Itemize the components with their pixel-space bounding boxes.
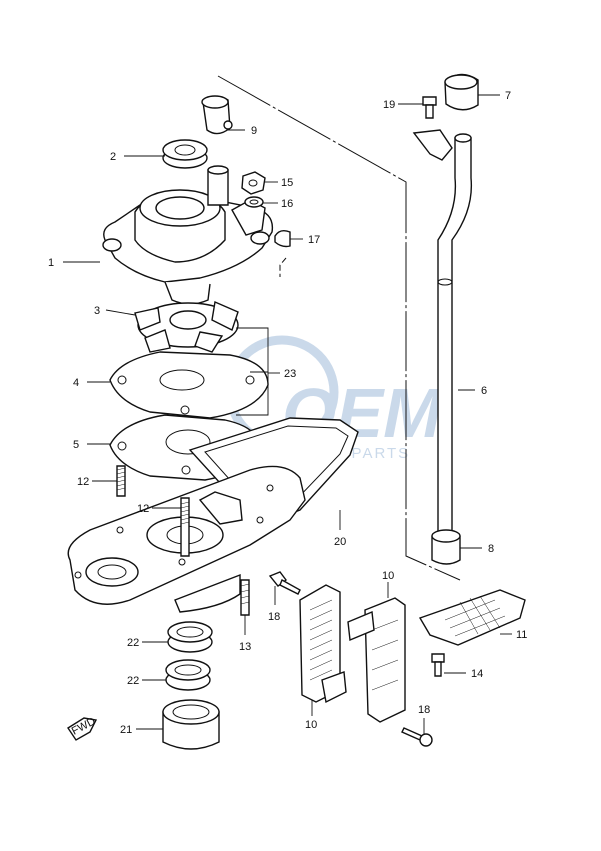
callout-2: 2 [110, 151, 116, 163]
part-10-grille-left [299, 584, 347, 704]
part-22-ring-upper [167, 621, 213, 653]
callout-22-lower: 22 [127, 675, 139, 687]
callout-15: 15 [281, 177, 293, 189]
callout-21: 21 [120, 724, 132, 736]
callout-12-center: 12 [137, 503, 149, 515]
part-12-stud-center [180, 497, 190, 557]
part-7-grommet [444, 73, 479, 111]
part-16-washer [244, 196, 264, 208]
callout-14: 14 [471, 668, 483, 680]
callout-3: 3 [94, 305, 100, 317]
part-18-screw-lower [401, 727, 433, 747]
part-4-gasket [109, 351, 269, 419]
part-10-grille-right [347, 597, 406, 723]
callout-10-right: 10 [382, 570, 394, 582]
assembly-lines [217, 75, 461, 581]
callout-16: 16 [281, 198, 293, 210]
callout-19: 19 [383, 99, 395, 111]
part-3-impeller [134, 301, 239, 353]
part-21-bearing [162, 699, 220, 750]
callout-18-upper: 18 [268, 611, 280, 623]
callout-8: 8 [488, 543, 494, 555]
callout-6: 6 [481, 385, 487, 397]
part-17-key [274, 229, 291, 248]
callout-4: 4 [73, 377, 79, 389]
part-14-bolt [431, 653, 445, 677]
callout-7: 7 [505, 90, 511, 102]
callout-5: 5 [73, 439, 79, 451]
part-9-grommet [201, 95, 233, 135]
part-12-stud-left [116, 465, 126, 497]
callout-10-left: 10 [305, 719, 317, 731]
part-19-bolt [422, 96, 437, 119]
part-15-nut [241, 171, 266, 195]
part-6-water-tube [412, 129, 473, 541]
callout-12-left: 12 [77, 476, 89, 488]
callout-9: 9 [251, 125, 257, 137]
callouts: 1 2 3 4 5 6 7 8 9 10 10 11 12 12 13 14 1 [48, 90, 527, 736]
part-8-grommet [431, 529, 461, 565]
callout-23: 23 [284, 368, 296, 380]
part-18-screw-upper [268, 571, 301, 595]
part-1-pump-housing [102, 165, 274, 305]
callout-11: 11 [516, 629, 527, 641]
callout-17: 17 [308, 234, 320, 246]
part-11-screen [418, 589, 526, 646]
callout-20: 20 [334, 536, 346, 548]
callout-22-upper: 22 [127, 637, 139, 649]
callout-13: 13 [239, 641, 251, 653]
part-13-stud [240, 579, 250, 616]
part-2-oil-seal [162, 139, 208, 169]
fwd-arrow-icon: FWD [67, 715, 98, 741]
callout-1: 1 [48, 257, 54, 269]
callout-18-lower: 18 [418, 704, 430, 716]
part-22-ring-lower [165, 659, 211, 691]
